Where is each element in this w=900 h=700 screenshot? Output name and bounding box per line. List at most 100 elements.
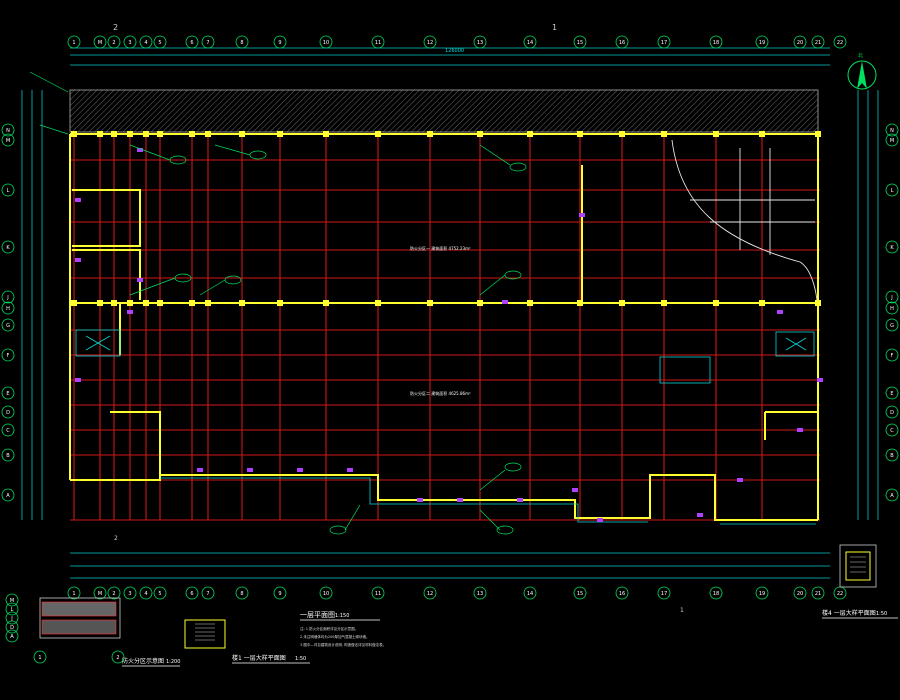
left-row-bubble-label: H xyxy=(6,306,10,312)
top-axis-bubble-circle xyxy=(107,35,121,49)
top-axis-bubble-label: 4 xyxy=(144,40,147,46)
top-axis-bubble-circle xyxy=(123,35,137,49)
top-axis-bubble-label: 8 xyxy=(240,40,243,46)
right-row-bubble-circle xyxy=(885,240,899,254)
door-marker xyxy=(417,498,423,502)
top-axis-bubble-circle xyxy=(139,35,153,49)
top-axis-bubble-label: 10 xyxy=(323,40,329,46)
side-dimension-lines xyxy=(21,90,879,520)
left-row-bubble: E xyxy=(1,386,15,400)
bottom-axis-bubble: 11 xyxy=(371,586,385,600)
inset-left-scale: 1:200 xyxy=(166,659,180,665)
top-axis-bubble: 17 xyxy=(657,35,671,49)
column-top xyxy=(143,131,149,137)
top-dimension-lines xyxy=(70,47,830,66)
curved-boundary xyxy=(671,139,818,301)
inset-left-row-bubble: A xyxy=(5,629,19,643)
left-row-bubble-label: B xyxy=(6,453,10,459)
hatched-canopy-band xyxy=(69,89,819,133)
bottom-axis-bubble-circle xyxy=(67,586,81,600)
left-row-bubble: J xyxy=(1,290,15,304)
right-row-bubble-label: A xyxy=(890,493,894,499)
column-mid xyxy=(127,300,133,306)
bottom-axis-bubble: 20 xyxy=(793,586,807,600)
top-axis-bubble-circle xyxy=(657,35,671,49)
left-row-bubble: A xyxy=(1,488,15,502)
column-top xyxy=(277,131,283,137)
bottom-axis-bubble-label: 1 xyxy=(72,591,75,597)
left-row-bubble-circle xyxy=(1,405,15,419)
top-axis-bubble-label: 15 xyxy=(577,40,583,46)
right-row-bubble: D xyxy=(885,405,899,419)
column-top xyxy=(527,131,533,137)
bottom-axis-bubble: 4 xyxy=(139,586,153,600)
inset-left-title: 防火分区示意图 xyxy=(122,657,164,665)
north-arrow: 北 xyxy=(847,52,877,90)
right-row-bubble: M xyxy=(885,133,899,147)
right-row-bubble-label: E xyxy=(890,391,893,397)
right-row-bubble: K xyxy=(885,240,899,254)
bottom-axis-bubble-circle xyxy=(755,586,769,600)
right-row-bubble: C xyxy=(885,423,899,437)
door-marker xyxy=(75,378,81,382)
note-2: 2.未注明墙体均为200厚加气混凝土砌块墙。 xyxy=(300,634,370,639)
bottom-axis-bubble: 13 xyxy=(473,586,487,600)
top-axis-bubble: 3 xyxy=(123,35,137,49)
column-top xyxy=(713,131,719,137)
inset-left-row-bubble-label: L xyxy=(11,607,14,613)
top-axis-bubble-label: 5 xyxy=(158,40,161,46)
top-axis-bubble-circle xyxy=(615,35,629,49)
bottom-axis-bubble-label: 7 xyxy=(206,591,209,597)
right-row-bubble-label: C xyxy=(890,428,894,434)
inset-left-row-bubble: L xyxy=(5,602,19,616)
top-axis-bubble-label: 19 xyxy=(759,40,765,46)
column-top xyxy=(477,131,483,137)
left-row-bubble: G xyxy=(1,318,15,332)
bottom-axis-bubble-label: 9 xyxy=(278,591,281,597)
top-axis-bubble: 7 xyxy=(201,35,215,49)
column-top xyxy=(157,131,163,137)
right-row-bubble-circle xyxy=(885,183,899,197)
right-row-bubble-circle xyxy=(885,301,899,315)
door-marker xyxy=(75,258,81,262)
column-top xyxy=(97,131,103,137)
bottom-axis-bubble-label: 20 xyxy=(797,591,803,597)
bottom-axis-bubble-label: 15 xyxy=(577,591,583,597)
bottom-axis-bubble-label: 21 xyxy=(815,591,821,597)
bottom-axis-bubble-label: 22 xyxy=(837,591,843,597)
column-top xyxy=(189,131,195,137)
inset-stair-4: 楼4 一层大样平面图 1:50 xyxy=(822,544,898,619)
column-top xyxy=(619,131,625,137)
left-row-bubble-label: G xyxy=(6,323,10,329)
door-marker xyxy=(817,378,823,382)
column-mid xyxy=(759,300,765,306)
column-top xyxy=(759,131,765,137)
left-row-bubble-circle xyxy=(1,133,15,147)
top-axis-bubble: 1 xyxy=(67,35,81,49)
left-row-bubble: D xyxy=(1,405,15,419)
top-axis-bubble: 16 xyxy=(615,35,629,49)
door-marker xyxy=(579,213,585,217)
main-scale: 1:150 xyxy=(335,613,349,619)
top-axis-bubble-label: 22 xyxy=(837,40,843,46)
vertical-gridlines xyxy=(73,134,819,520)
door-marker xyxy=(197,468,203,472)
column-mid xyxy=(205,300,211,306)
right-row-bubble-circle xyxy=(885,133,899,147)
top-axis-bubble: 9 xyxy=(273,35,287,49)
bottom-axis-bubble-circle xyxy=(273,586,287,600)
top-axis-bubble-circle xyxy=(473,35,487,49)
left-row-bubble: F xyxy=(1,348,15,362)
bottom-axis-bubble-circle xyxy=(709,586,723,600)
top-axis-bubble-label: 7 xyxy=(206,40,209,46)
bottom-axis-bubble: 8 xyxy=(235,586,249,600)
column-mid xyxy=(323,300,329,306)
bottom-axis-bubble-circle xyxy=(185,586,199,600)
top-axis-bubble: 19 xyxy=(755,35,769,49)
left-row-bubble-label: A xyxy=(6,493,10,499)
left-row-bubble-label: J xyxy=(6,295,8,301)
top-axis-bubble-label: 11 xyxy=(375,40,381,46)
